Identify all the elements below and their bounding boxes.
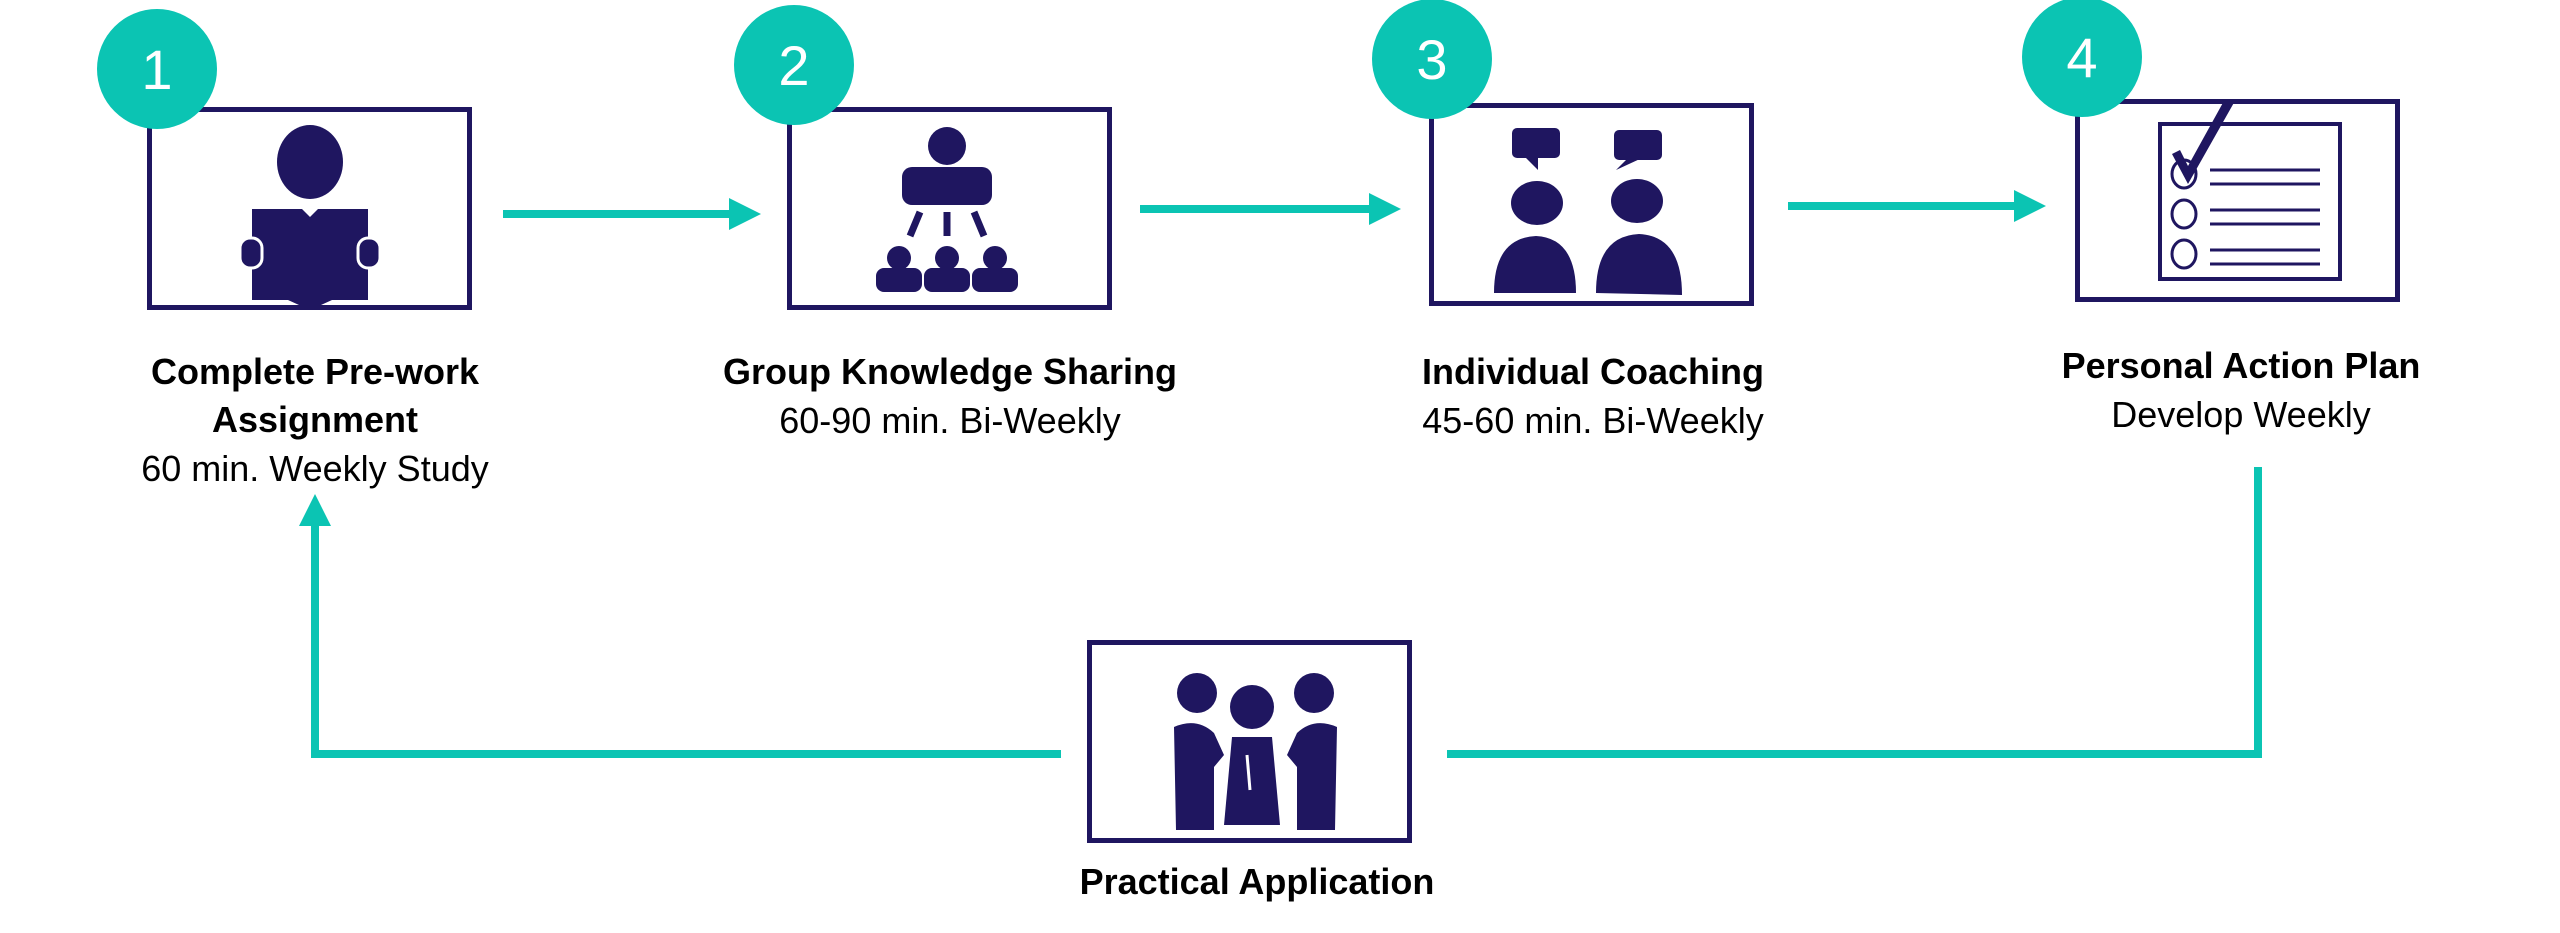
step-2-label: Group Knowledge Sharing 60-90 min. Bi-We…	[650, 348, 1250, 446]
step-number: 1	[141, 37, 173, 101]
step-title: Group Knowledge Sharing	[722, 351, 1177, 392]
step-1-card	[147, 107, 472, 310]
step-title: Individual Coaching	[1421, 351, 1765, 392]
person-reading-icon	[238, 125, 382, 305]
practical-application-card	[1087, 640, 1412, 843]
step-subtitle: 60-90 min. Bi-Weekly	[779, 400, 1121, 441]
step-4-label: Personal Action Plan Develop Weekly	[1941, 342, 2541, 440]
two-people-talking-icon	[1494, 128, 1682, 295]
step-1-label: Complete Pre-work Assignment 60 min. Wee…	[15, 348, 615, 494]
step-2-number-badge: 2	[734, 5, 854, 125]
step-3-label: Individual Coaching 45-60 min. Bi-Weekly	[1293, 348, 1893, 446]
step-2-card	[787, 107, 1112, 310]
line-4-to-practical	[1447, 467, 2262, 758]
step-subtitle: 45-60 min. Bi-Weekly	[1422, 400, 1764, 441]
group-hierarchy-icon	[876, 127, 1018, 292]
step-3-number-badge: 3	[1372, 0, 1492, 119]
step-number: 4	[2066, 25, 2098, 89]
step-title: Assignment	[211, 399, 419, 440]
step-title: Complete Pre-work	[150, 351, 480, 392]
step-number: 2	[778, 33, 810, 97]
practical-application-label: Practical Application	[957, 858, 1557, 906]
step-subtitle: Develop Weekly	[2111, 394, 2371, 435]
checklist-icon	[2158, 104, 2342, 281]
step-subtitle: 60 min. Weekly Study	[141, 448, 489, 489]
step-4-number-badge: 4	[2022, 0, 2142, 117]
practical-title: Practical Application	[1079, 861, 1435, 902]
step-3-card	[1429, 103, 1754, 306]
step-4-card	[2075, 99, 2400, 302]
step-1-number-badge: 1	[97, 9, 217, 129]
step-title: Personal Action Plan	[2061, 345, 2421, 386]
step-number: 3	[1416, 27, 1448, 91]
arrow-practical-to-1	[299, 494, 1061, 758]
three-people-icon	[1174, 673, 1337, 830]
